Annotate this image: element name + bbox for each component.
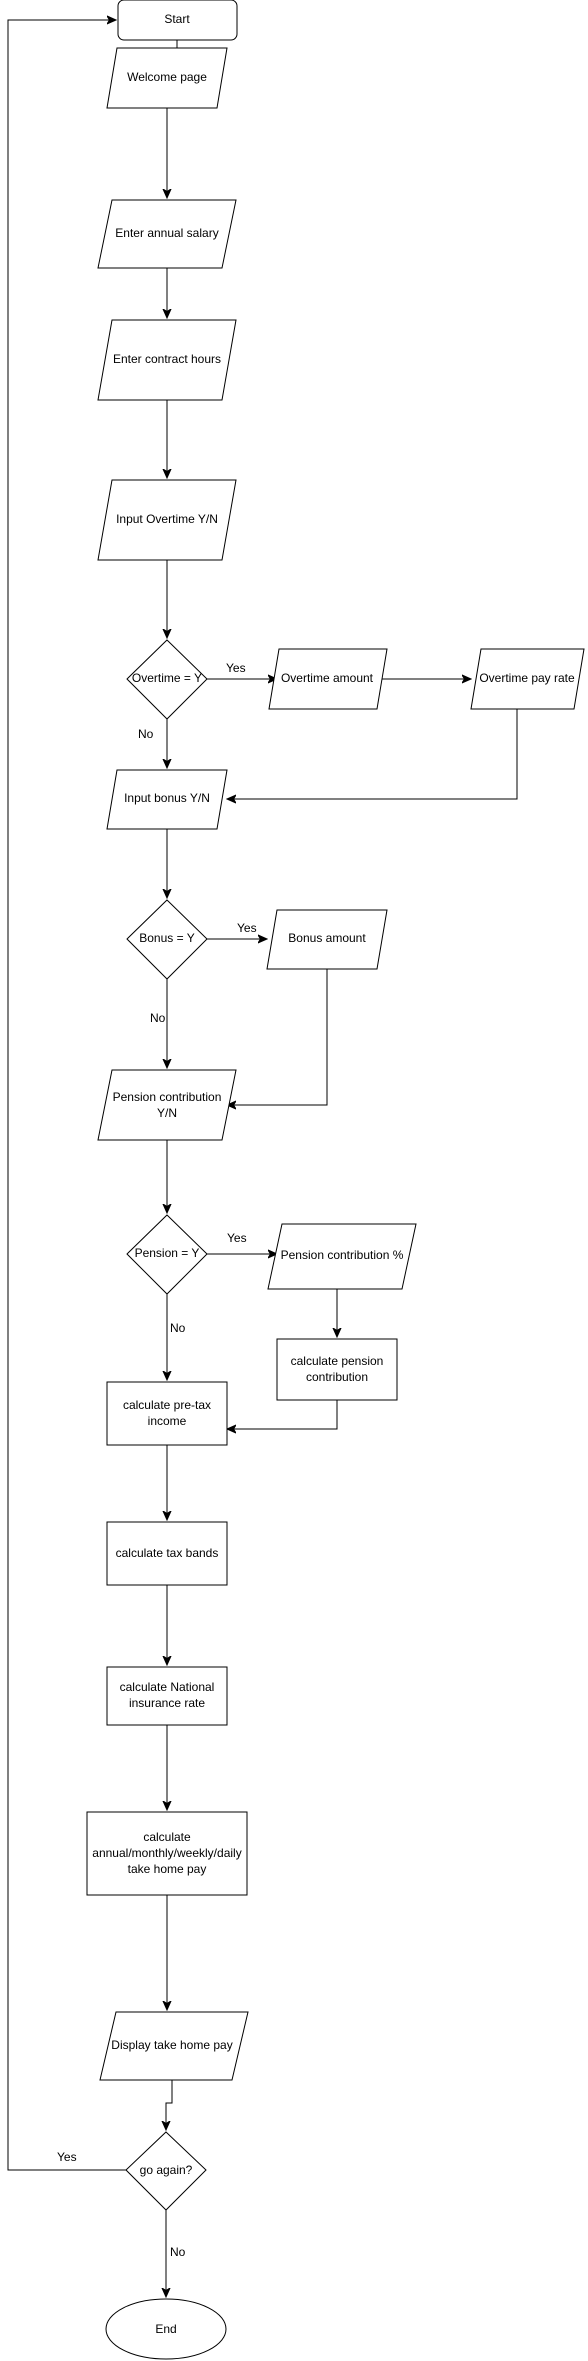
bonus-amount-label: Bonus amount	[288, 931, 366, 945]
start-node: Start	[117, 0, 238, 41]
overtime-input-label: Input Overtime Y/N	[116, 512, 218, 526]
calc-takehome-node: calculate annual/monthly/weekly/daily ta…	[86, 1811, 248, 1896]
calc-ni-node: calculate National insurance rate	[106, 1666, 228, 1726]
edge-calc-pension-to-pretax	[227, 1400, 338, 1429]
again-yes-label: Yes	[57, 2150, 77, 2164]
end-node: End	[105, 2298, 227, 2360]
again-no-label: No	[170, 2245, 186, 2259]
bonus-no-label: No	[150, 1011, 166, 1025]
pension-input-label-line1: Pension contribution	[113, 1090, 222, 1104]
edge-display-to-again	[166, 2080, 173, 2130]
enter-hours-label: Enter contract hours	[113, 352, 221, 366]
pension-percent-node: Pension contribution %	[267, 1223, 417, 1290]
welcome-page-label: Welcome page	[127, 70, 207, 84]
overtime-rate-label: Overtime pay rate	[479, 671, 575, 685]
calc-taxbands-label: calculate tax bands	[116, 1546, 219, 1560]
bonus-input-label: Input bonus Y/N	[124, 791, 210, 805]
bonus-decision-label: Bonus = Y	[139, 931, 195, 945]
bonus-decision-node: Bonus = Y	[126, 899, 208, 980]
calc-pretax-node: calculate pre-tax income	[106, 1381, 228, 1446]
pension-yes-label: Yes	[227, 1231, 247, 1245]
enter-hours-node: Enter contract hours	[97, 319, 237, 401]
start-label: Start	[164, 12, 190, 26]
calc-pension-node: calculate pension contribution	[276, 1338, 398, 1401]
display-label: Display take home pay	[111, 2038, 232, 2052]
again-decision-node: go again?	[125, 2131, 207, 2211]
edge-bonus-amount-to-pension-input	[227, 969, 328, 1105]
enter-salary-label: Enter annual salary	[115, 226, 218, 240]
overtime-decision-node: Overtime = Y	[126, 639, 208, 720]
pension-no-label: No	[170, 1321, 186, 1335]
overtime-decision-label: Overtime = Y	[132, 671, 202, 685]
calc-ni-label-line2: insurance rate	[129, 1696, 205, 1710]
calc-takehome-label-line2: annual/monthly/weekly/daily	[92, 1846, 241, 1860]
calc-takehome-label-line3: take home pay	[128, 1862, 207, 1876]
calc-taxbands-node: calculate tax bands	[106, 1521, 228, 1586]
display-node: Display take home pay	[99, 2011, 249, 2081]
edge-overtime-rate-to-bonus-input	[227, 709, 518, 799]
edge-again-yes-loop	[7, 20, 126, 2171]
pension-input-node: Pension contribution Y/N	[97, 1069, 237, 1141]
calc-pension-label-line1: calculate pension	[291, 1354, 384, 1368]
pension-decision-node: Pension = Y	[126, 1214, 208, 1295]
overtime-amount-label: Overtime amount	[281, 671, 374, 685]
overtime-yes-label: Yes	[226, 661, 246, 675]
welcome-page-node: Welcome page	[106, 47, 228, 109]
calc-takehome-label-line1: calculate	[143, 1830, 191, 1844]
bonus-yes-label: Yes	[237, 921, 257, 935]
pension-input-label-line2: Y/N	[157, 1106, 177, 1120]
overtime-input-node: Input Overtime Y/N	[97, 479, 237, 561]
end-label: End	[155, 2322, 176, 2336]
calc-pension-label-line2: contribution	[306, 1370, 368, 1384]
pension-percent-label: Pension contribution %	[281, 1248, 404, 1262]
again-decision-label: go again?	[140, 2163, 193, 2177]
overtime-no-label: No	[138, 727, 154, 741]
calc-pretax-label-line2: income	[148, 1414, 187, 1428]
calc-ni-label-line1: calculate National	[120, 1680, 215, 1694]
calc-pretax-label-line1: calculate pre-tax	[123, 1398, 211, 1412]
overtime-amount-node: Overtime amount	[268, 648, 388, 710]
bonus-amount-node: Bonus amount	[266, 909, 388, 970]
bonus-input-node: Input bonus Y/N	[106, 769, 228, 830]
overtime-rate-node: Overtime pay rate	[470, 648, 585, 710]
pension-decision-label: Pension = Y	[135, 1246, 200, 1260]
enter-salary-node: Enter annual salary	[97, 199, 237, 269]
